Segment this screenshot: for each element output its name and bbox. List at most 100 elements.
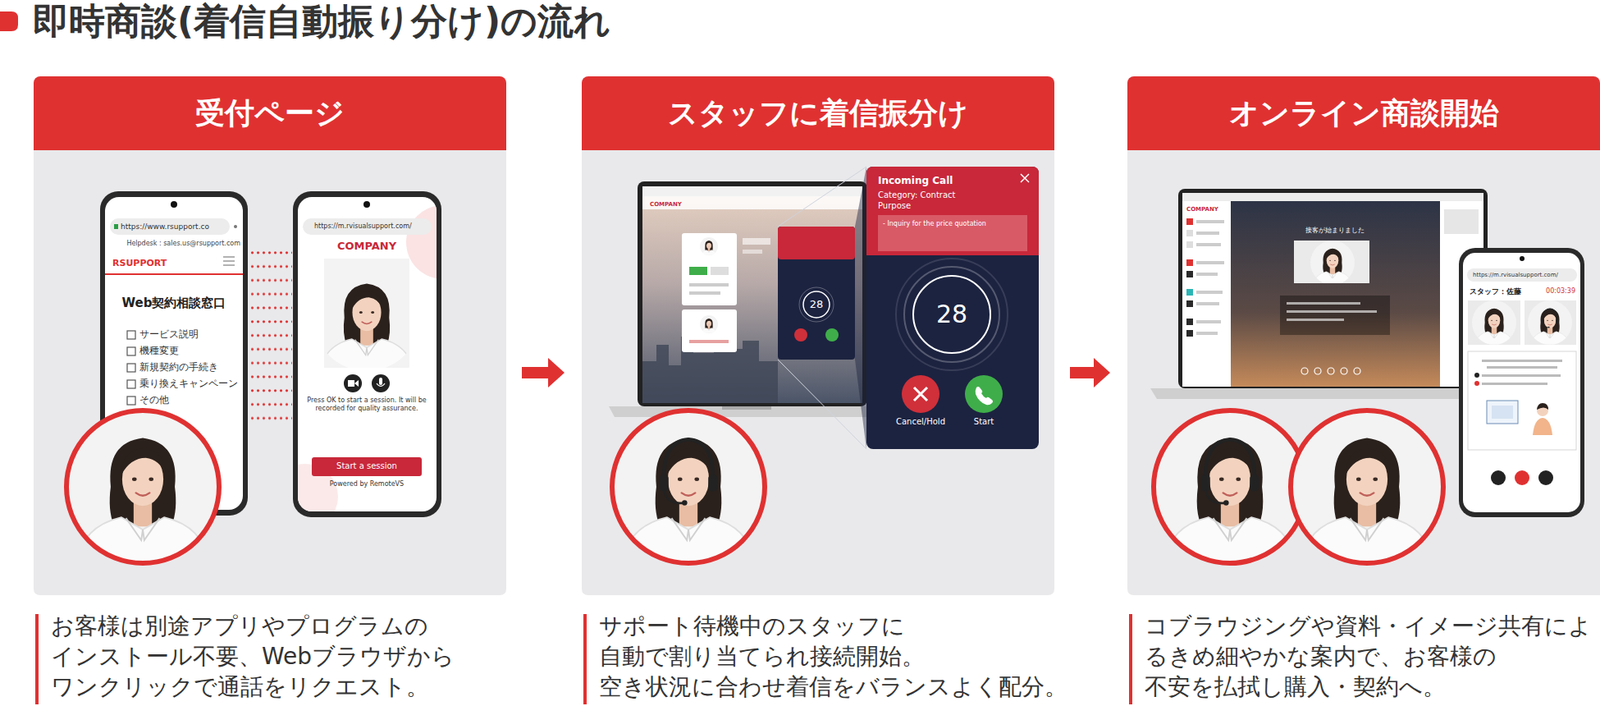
accent-bar xyxy=(35,613,39,704)
button-caption: Start xyxy=(959,416,1009,428)
checkbox-item: 乗り換えキャンペーン xyxy=(139,377,238,390)
popup-field: Purpose xyxy=(877,201,911,212)
smartphone xyxy=(1467,351,1577,450)
popup-field: Category: Contract xyxy=(877,190,956,202)
text-line: るきめ細やかな案内で、お客様の xyxy=(1144,640,1497,672)
smartphone xyxy=(127,379,136,389)
smartphone xyxy=(1486,365,1558,369)
staff-photo xyxy=(1153,410,1307,563)
smartphone xyxy=(363,201,371,208)
laptop xyxy=(1182,192,1484,387)
smartphone xyxy=(1481,374,1561,377)
laptop xyxy=(710,266,729,275)
laptop xyxy=(699,315,718,334)
customer-photo xyxy=(1290,410,1444,563)
smartphone xyxy=(376,383,385,387)
smartphone xyxy=(109,218,230,235)
laptop xyxy=(794,328,808,342)
incoming-call-popup xyxy=(964,374,1003,413)
zoom-guide xyxy=(777,166,867,449)
smartphone xyxy=(1458,247,1585,517)
laptop xyxy=(1314,367,1322,375)
url-text: https://m.rvisualsupport.com/ xyxy=(314,222,412,231)
laptop xyxy=(1186,229,1194,237)
customer-photo xyxy=(1290,410,1444,563)
checkbox-item: その他 xyxy=(139,393,170,407)
laptop xyxy=(1196,219,1225,224)
text-line: インストール不要、Webブラウザから xyxy=(50,640,455,672)
smartphone xyxy=(1536,402,1549,410)
laptop xyxy=(1301,367,1361,375)
text-line: 不安を払拭し購入・契約へ。 xyxy=(1144,671,1446,702)
smartphone xyxy=(354,379,359,387)
zoom-guide xyxy=(854,166,867,449)
laptop xyxy=(1301,367,1308,375)
laptop xyxy=(608,181,876,417)
text-line: お客様は別途アプリやプログラムの xyxy=(50,610,429,641)
notice-text: Press OK to start a session. It will be … xyxy=(302,396,431,413)
page-heading: Web契約相談窓口 xyxy=(108,295,240,311)
laptop xyxy=(1327,367,1335,375)
laptop xyxy=(689,339,729,343)
button-text: Start a session xyxy=(313,461,421,472)
step-heading: オンライン商談開始 xyxy=(1229,93,1500,134)
smartphone xyxy=(1538,470,1554,485)
smartphone xyxy=(324,264,410,368)
smartphone xyxy=(233,224,238,229)
laptop xyxy=(637,181,868,407)
staff-photo xyxy=(1153,410,1307,563)
incoming-call-popup xyxy=(904,266,1000,362)
title-bullet xyxy=(0,11,19,32)
smartphone xyxy=(1514,470,1530,485)
smartphone xyxy=(127,396,136,405)
flow-arrow xyxy=(1069,357,1111,388)
popup-purpose: - Inquiry for the price quotation xyxy=(882,219,987,229)
laptop xyxy=(825,328,839,342)
customer-photo xyxy=(1290,410,1444,563)
countdown-number: 28 xyxy=(918,298,985,330)
laptop xyxy=(608,406,876,417)
laptop xyxy=(1196,320,1221,324)
laptop xyxy=(681,233,737,306)
button-caption: Cancel/Hold xyxy=(889,416,952,428)
smartphone xyxy=(1467,300,1521,345)
laptop xyxy=(1196,331,1218,335)
laptop xyxy=(742,237,771,245)
laptop xyxy=(799,287,834,322)
smartphone xyxy=(127,347,136,356)
laptop xyxy=(1286,310,1377,313)
smartphone xyxy=(1527,300,1573,345)
laptop xyxy=(742,249,763,254)
laptop xyxy=(1196,231,1220,235)
staff-photo xyxy=(1153,410,1307,563)
smartphone xyxy=(297,205,437,512)
url-text: https://m.rvisualsupport.com/ xyxy=(1472,271,1559,279)
laptop xyxy=(1444,209,1479,234)
incoming-call-popup xyxy=(877,214,1028,252)
dotted-link xyxy=(249,251,293,427)
helpdesk-text: Helpdesk : sales.us@rsupport.com xyxy=(109,239,241,248)
laptop xyxy=(1286,301,1361,305)
step-heading: 受付ページ xyxy=(195,93,345,134)
smartphone xyxy=(1474,380,1480,386)
customer-photo xyxy=(66,410,220,563)
laptop xyxy=(1196,290,1223,294)
smartphone xyxy=(1474,372,1480,378)
smartphone xyxy=(114,224,119,229)
text-line: 自動で割り当てられ接続開始。 xyxy=(598,640,925,672)
smartphone xyxy=(127,330,136,405)
company-logo: COMPANY xyxy=(317,239,416,253)
smartphone xyxy=(1458,247,1585,517)
laptop xyxy=(1186,288,1194,296)
laptop xyxy=(1150,388,1510,399)
laptop xyxy=(1196,272,1218,276)
logo-text: RSUPPORT xyxy=(112,257,167,270)
smartphone xyxy=(127,330,136,339)
smartphone xyxy=(170,201,178,208)
popup-title: Incoming Call xyxy=(877,174,953,188)
smartphone xyxy=(1524,300,1577,345)
header-band: スタッフに着信振分け xyxy=(581,76,1055,151)
step-panel: 受付ページお客様は別途アプリやプログラムの インストール不要、Webブラウザから… xyxy=(33,76,507,706)
smartphone xyxy=(379,377,383,385)
